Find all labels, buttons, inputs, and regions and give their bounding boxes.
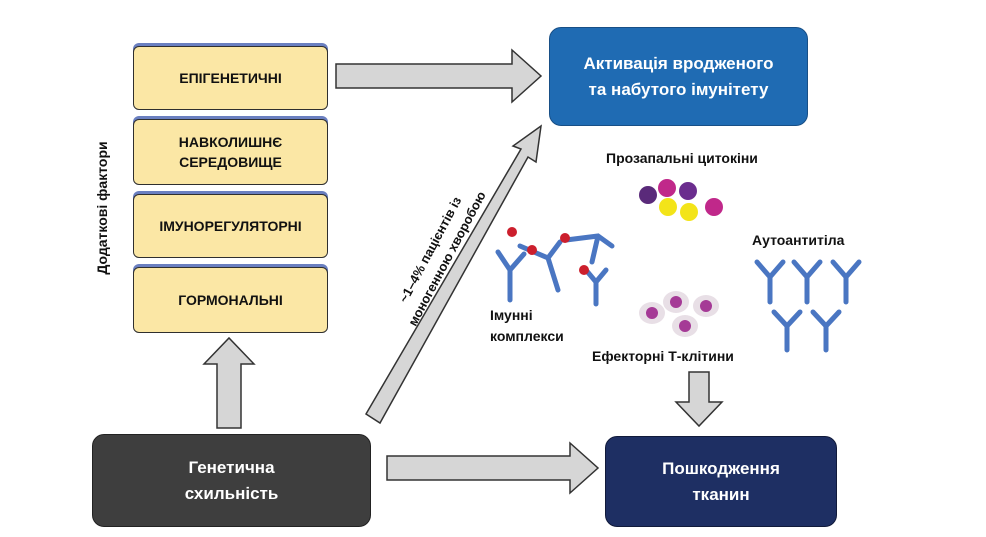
t-cell [672,315,698,337]
t-cell [693,295,719,317]
autoantibodies-label: Аутоантитіла [752,232,845,248]
arrow-tcells-to-damage [674,371,724,428]
cytokine [680,203,698,221]
immune-complexes-graphic [495,227,615,307]
cytokines-label: Прозапальні цитокіни [606,150,758,166]
tissue-damage-box: Пошкодження тканин [605,436,837,527]
arrow-genetic-to-damage [386,441,600,495]
genetic-predisposition-box: Генетична схильність [92,434,371,527]
factor-hormonal: ГОРМОНАЛЬНІ [133,267,328,333]
cytokine [659,198,677,216]
arrow-genetic-to-factors [202,336,256,429]
cytokine [639,186,657,204]
arrow-factors-to-activation [335,48,543,104]
additional-factors-label: Додаткові фактори [94,141,110,275]
effector-t-cells-label: Ефекторні Т-клітини [592,348,734,364]
t-cell [639,302,665,324]
arrow-genetic-to-activation [364,124,542,425]
cytokine [705,198,723,216]
effector-t-cells-graphic [639,291,719,337]
autoantibodies-graphic [754,259,862,353]
cytokines-graphic [639,179,723,221]
factor-environment: НАВКОЛИШНЄ СЕРЕДОВИЩЕ [133,119,328,185]
cytokine [679,182,697,200]
immune-complexes-label: Імунні комплекси [490,307,564,344]
factor-epigenetic: ЕПІГЕНЕТИЧНІ [133,46,328,110]
cytokine [658,179,676,197]
immunity-activation-box: Активація вродженого та набутого імуніте… [549,27,808,126]
t-cell [663,291,689,313]
factor-immunoregulatory: ІМУНОРЕГУЛЯТОРНІ [133,194,328,258]
